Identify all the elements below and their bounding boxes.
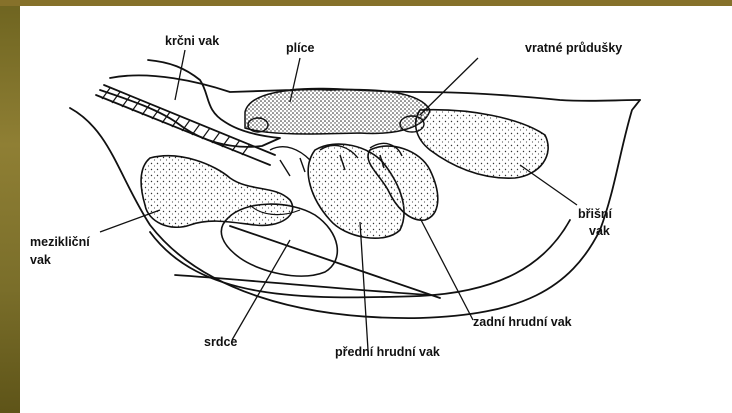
label-abdominal-sac: břišní [578, 207, 613, 221]
heart-chamber-outline [175, 275, 430, 295]
lungs [245, 90, 430, 134]
label-clavicular-sac-2: vak [30, 253, 51, 267]
label-anterior-thoracic-sac: přední hrudní vak [335, 345, 440, 359]
label-abdominal-sac-2: vak [589, 224, 610, 238]
label-lungs: plíce [286, 41, 315, 55]
abdominal-air-sac [416, 110, 548, 178]
label-recurrent-bronchi: vratné průdušky [525, 41, 622, 55]
clavicular-air-sac [141, 156, 293, 227]
label-posterior-thoracic-sac: zadní hrudní vak [473, 315, 572, 329]
label-heart: srdce [204, 335, 237, 349]
label-clavicular-sac: mezikliční [30, 235, 90, 249]
label-neck-sac: krčni vak [165, 34, 219, 48]
